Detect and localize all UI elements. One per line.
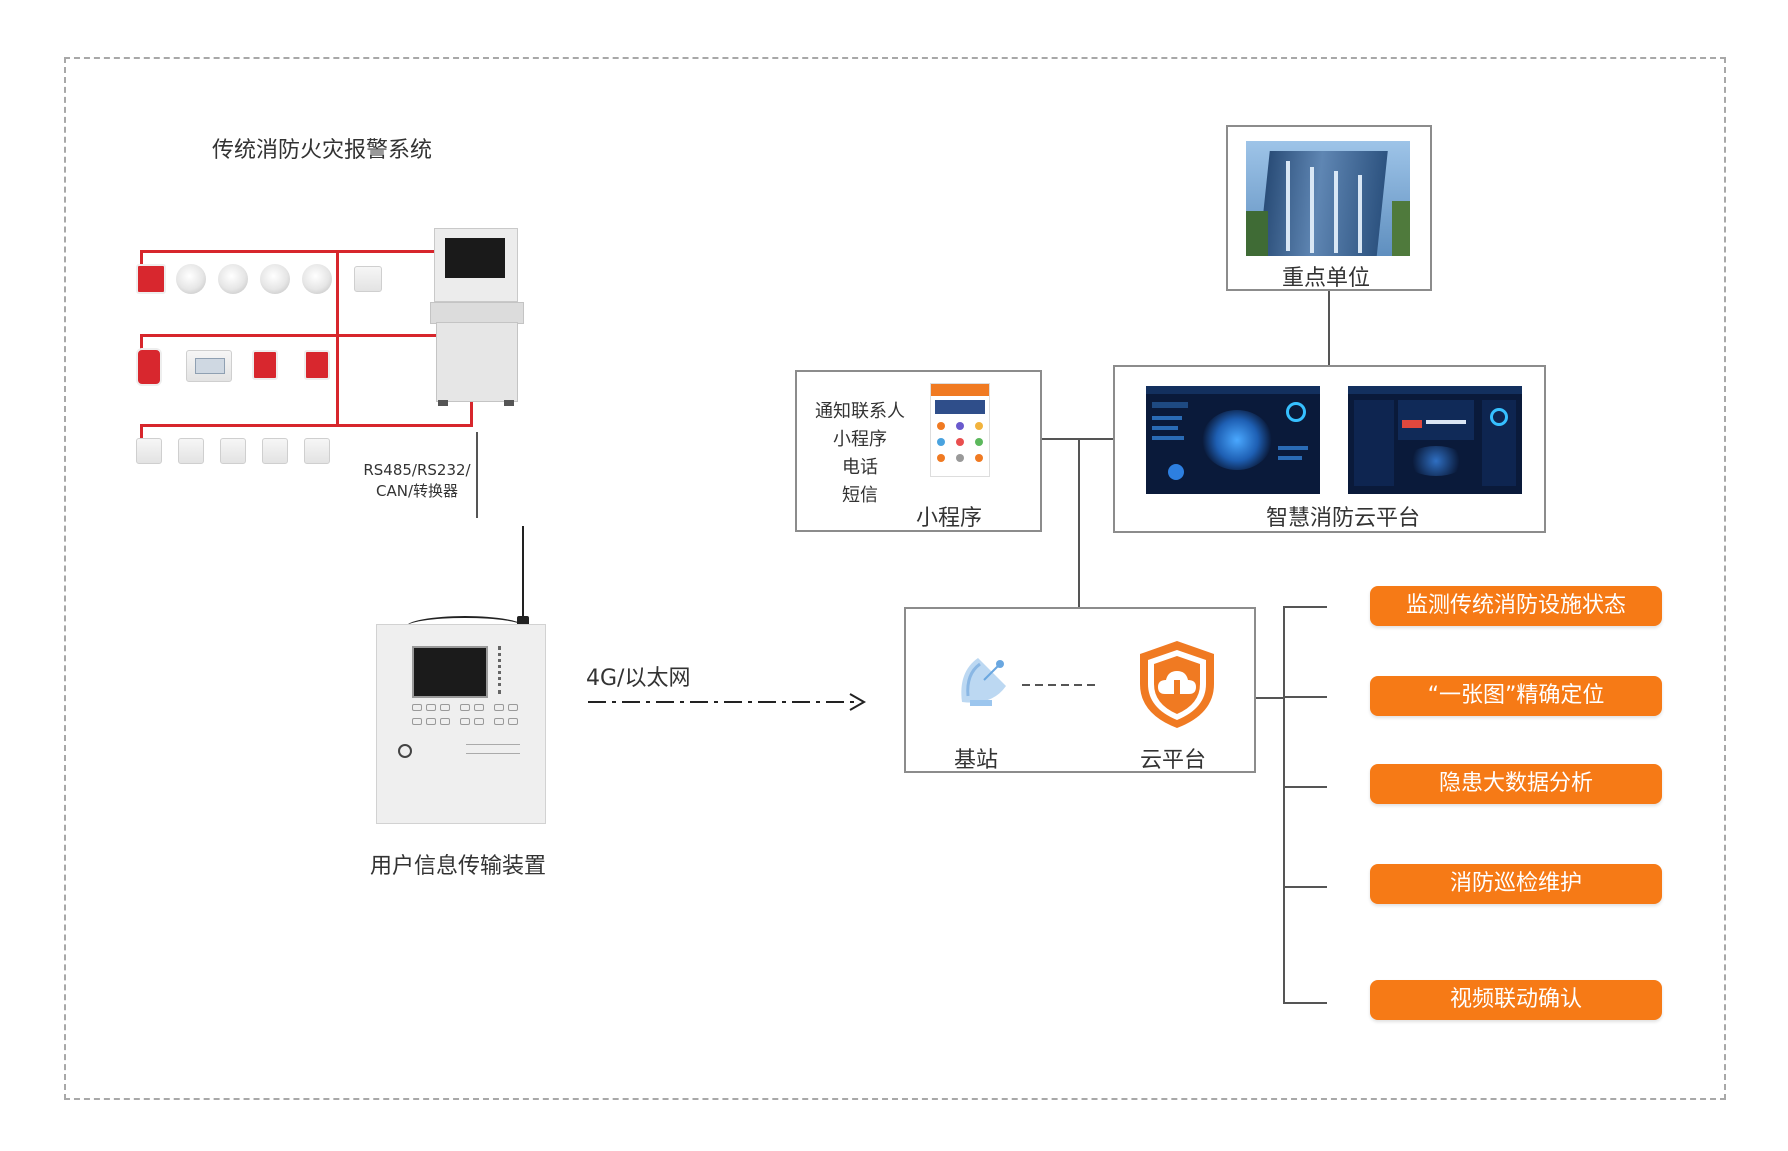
mini-program-screenshot-icon bbox=[930, 383, 990, 477]
feature-pill-patrol: 消防巡检维护 bbox=[1370, 864, 1662, 904]
display-panel-icon bbox=[186, 350, 232, 382]
manual-alarm-button-icon bbox=[304, 350, 330, 380]
bus-label-line1: RS485/RS232/ bbox=[363, 461, 471, 479]
feature-branch bbox=[1283, 786, 1327, 788]
satellite-dish-icon bbox=[961, 658, 1006, 706]
feature-pill-monitor: 监测传统消防设施状态 bbox=[1370, 586, 1662, 626]
heat-detector-icon bbox=[260, 264, 290, 294]
notify-item: 短信 bbox=[842, 485, 878, 506]
smoke-detector-icon bbox=[218, 264, 248, 294]
platform-label: 智慧消防云平台 bbox=[1266, 506, 1421, 531]
hydrant-button-icon bbox=[252, 350, 278, 380]
notify-item: 小程序 bbox=[833, 429, 887, 450]
bus-label-line2: CAN/转换器 bbox=[375, 482, 458, 500]
notify-platform-connector bbox=[1042, 438, 1113, 440]
dashboard-map-screenshot-icon bbox=[1146, 386, 1320, 494]
feature-branch bbox=[1283, 606, 1327, 608]
feature-tree-root bbox=[1256, 697, 1284, 699]
sound-light-alarm-icon bbox=[136, 348, 162, 386]
link-dashes bbox=[1022, 684, 1100, 686]
bus-converter-label: RS485/RS232/ CAN/转换器 bbox=[358, 460, 476, 502]
feature-branch bbox=[1283, 886, 1327, 888]
mini-program-label: 小程序 bbox=[916, 506, 983, 531]
io-module-icon bbox=[220, 438, 246, 464]
io-module-icon bbox=[178, 438, 204, 464]
network-arrow bbox=[588, 693, 867, 711]
feature-pill-analytics: 隐患大数据分析 bbox=[1370, 764, 1662, 804]
io-module-icon bbox=[304, 438, 330, 464]
feature-branch bbox=[1283, 1002, 1327, 1004]
smoke-detector-icon bbox=[302, 264, 332, 294]
key-unit-connector bbox=[1328, 291, 1330, 367]
diagram-frame bbox=[64, 57, 1726, 1100]
cloud-platform-label: 云平台 bbox=[1140, 748, 1207, 773]
user-info-transmitter-icon bbox=[376, 524, 546, 824]
smoke-detector-icon bbox=[176, 264, 206, 294]
network-label: 4G/以太网 bbox=[586, 666, 691, 691]
input-module-icon bbox=[354, 266, 382, 292]
fire-device-panel bbox=[132, 238, 488, 478]
feature-pill-map: “一张图”精确定位 bbox=[1370, 676, 1662, 716]
io-module-icon bbox=[136, 438, 162, 464]
notify-item: 通知联系人 bbox=[815, 401, 905, 422]
key-unit-label: 重点单位 bbox=[1282, 266, 1371, 291]
dashboard-analysis-screenshot-icon bbox=[1348, 386, 1522, 494]
notify-box bbox=[795, 370, 1042, 532]
notify-item: 电话 bbox=[842, 457, 878, 478]
feature-pill-video: 视频联动确认 bbox=[1370, 980, 1662, 1020]
base-station-label: 基站 bbox=[954, 748, 999, 773]
feature-tree-trunk bbox=[1283, 606, 1285, 1004]
transmitter-label: 用户信息传输装置 bbox=[370, 854, 547, 879]
building-photo-icon bbox=[1246, 141, 1410, 256]
io-module-icon bbox=[262, 438, 288, 464]
feature-branch bbox=[1283, 696, 1327, 698]
legacy-system-title: 传统消防火灾报警系统 bbox=[212, 138, 433, 163]
manual-alarm-button-icon bbox=[136, 264, 166, 294]
cloud-shield-icon bbox=[1140, 641, 1214, 728]
platform-cloud-connector bbox=[1078, 438, 1080, 607]
bus-connector-line bbox=[476, 432, 478, 518]
fire-alarm-controller-icon bbox=[430, 228, 524, 406]
notify-channel-list: 通知联系人 小程序 电话 短信 bbox=[805, 398, 915, 510]
